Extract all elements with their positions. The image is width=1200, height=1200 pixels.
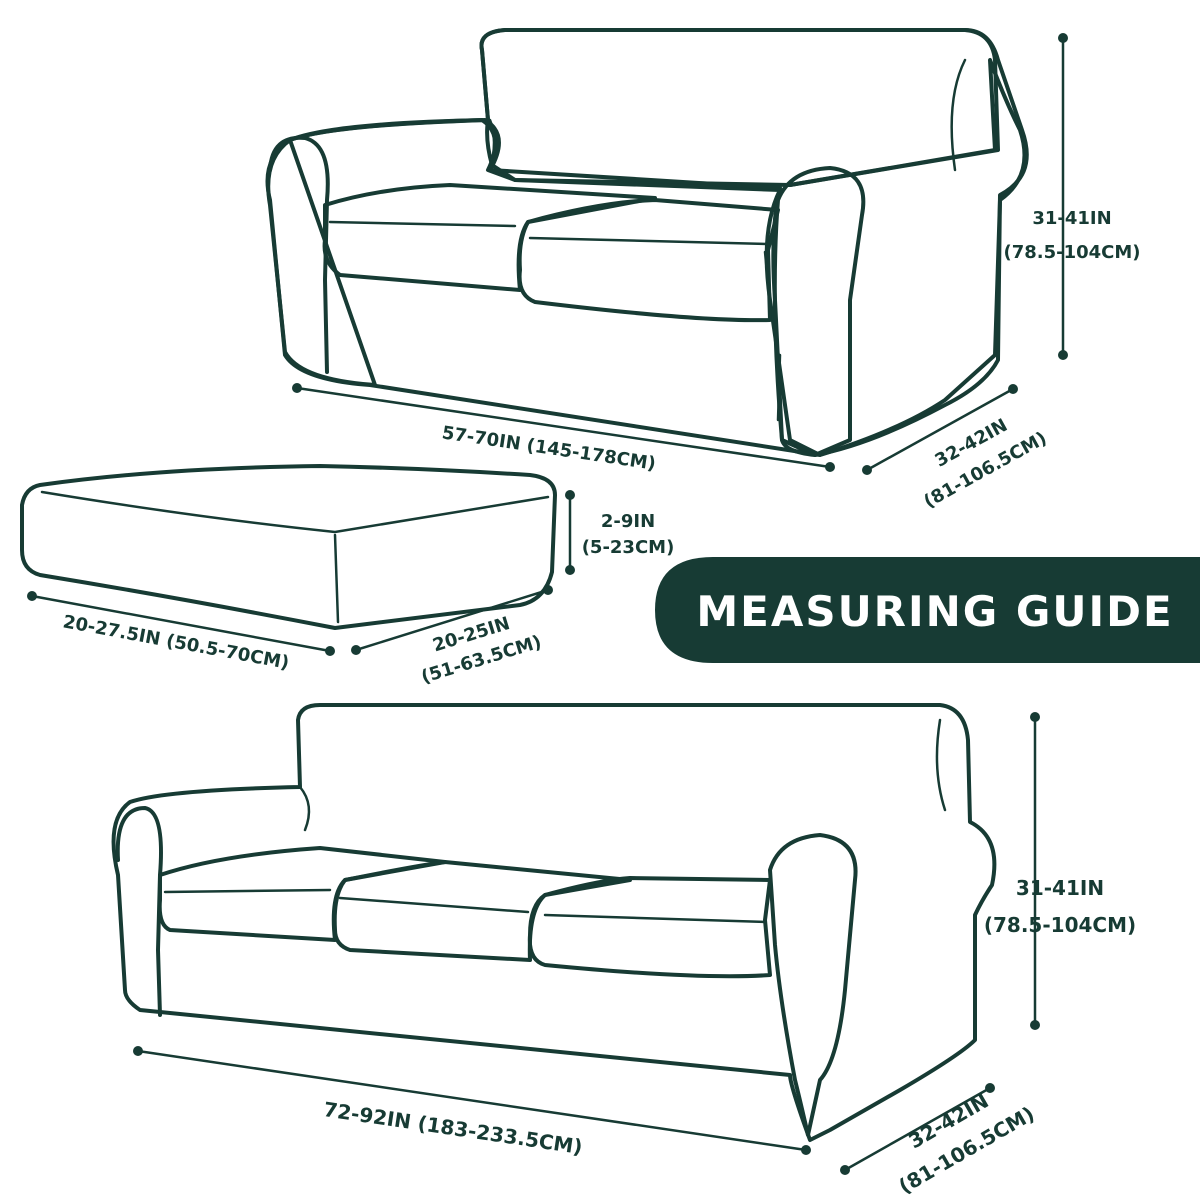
sofa-height-in-label: 31-41IN: [1016, 876, 1104, 900]
loveseat-frame: [266, 28, 1029, 457]
sofa-cushion-left: [157, 846, 447, 942]
loveseat-illustration: [265, 28, 1029, 457]
sofa-left-arm: [115, 806, 163, 1017]
loveseat-body: [265, 58, 1027, 457]
cushion-thickness-dimension: 2-9IN (5-23CM): [565, 490, 674, 575]
cushion-illustration: [20, 464, 557, 630]
loveseat-cushion-left: [322, 183, 657, 292]
sofa-height-cm-label: (78.5-104CM): [984, 913, 1136, 937]
loveseat-height-in-label: 31-41IN: [1032, 208, 1111, 229]
sofa-right-arm: [768, 833, 858, 1137]
loveseat-height-cm-label: (78.5-104CM): [1003, 242, 1140, 263]
sofa-depth-dimension: 32-42IN (81-106.5CM): [840, 1083, 1038, 1198]
loveseat-width-dimension: 57-70IN (145-178CM): [292, 383, 835, 475]
banner-title: MEASURING GUIDE: [696, 587, 1173, 636]
sofa-height-dimension: 31-41IN (78.5-104CM): [984, 712, 1136, 1030]
cushion-thickness-in-label: 2-9IN: [601, 511, 655, 532]
sofa-cushion-right: [527, 876, 772, 979]
loveseat-depth-dimension: 32-42IN (81-106.5CM): [862, 384, 1050, 513]
loveseat-right-arm: [772, 166, 866, 457]
sofa-illustration: [111, 703, 997, 1142]
cushion-width-dimension: 20-27.5IN (50.5-70CM): [27, 591, 335, 674]
loveseat-width-label: 57-70IN (145-178CM): [441, 422, 658, 474]
loveseat-left-arm: [268, 135, 330, 374]
sofa-frame: [111, 703, 997, 1142]
cushion-thickness-cm-label: (5-23CM): [582, 537, 675, 558]
sofa-cushion-middle: [332, 860, 632, 962]
sofa-width-label: 72-92IN (183-233.5CM): [322, 1097, 584, 1159]
loveseat-height-dimension: 31-41IN (78.5-104CM): [1003, 33, 1141, 360]
loveseat-cushion-right: [517, 198, 780, 323]
cushion-width-label: 20-27.5IN (50.5-70CM): [61, 611, 290, 673]
sofa-width-dimension: 72-92IN (183-233.5CM): [133, 1046, 811, 1159]
cushion-depth-dimension: 20-25IN (51-63.5CM): [351, 585, 553, 688]
cushion-shape: [20, 464, 557, 630]
measuring-guide-banner: MEASURING GUIDE: [655, 557, 1200, 663]
